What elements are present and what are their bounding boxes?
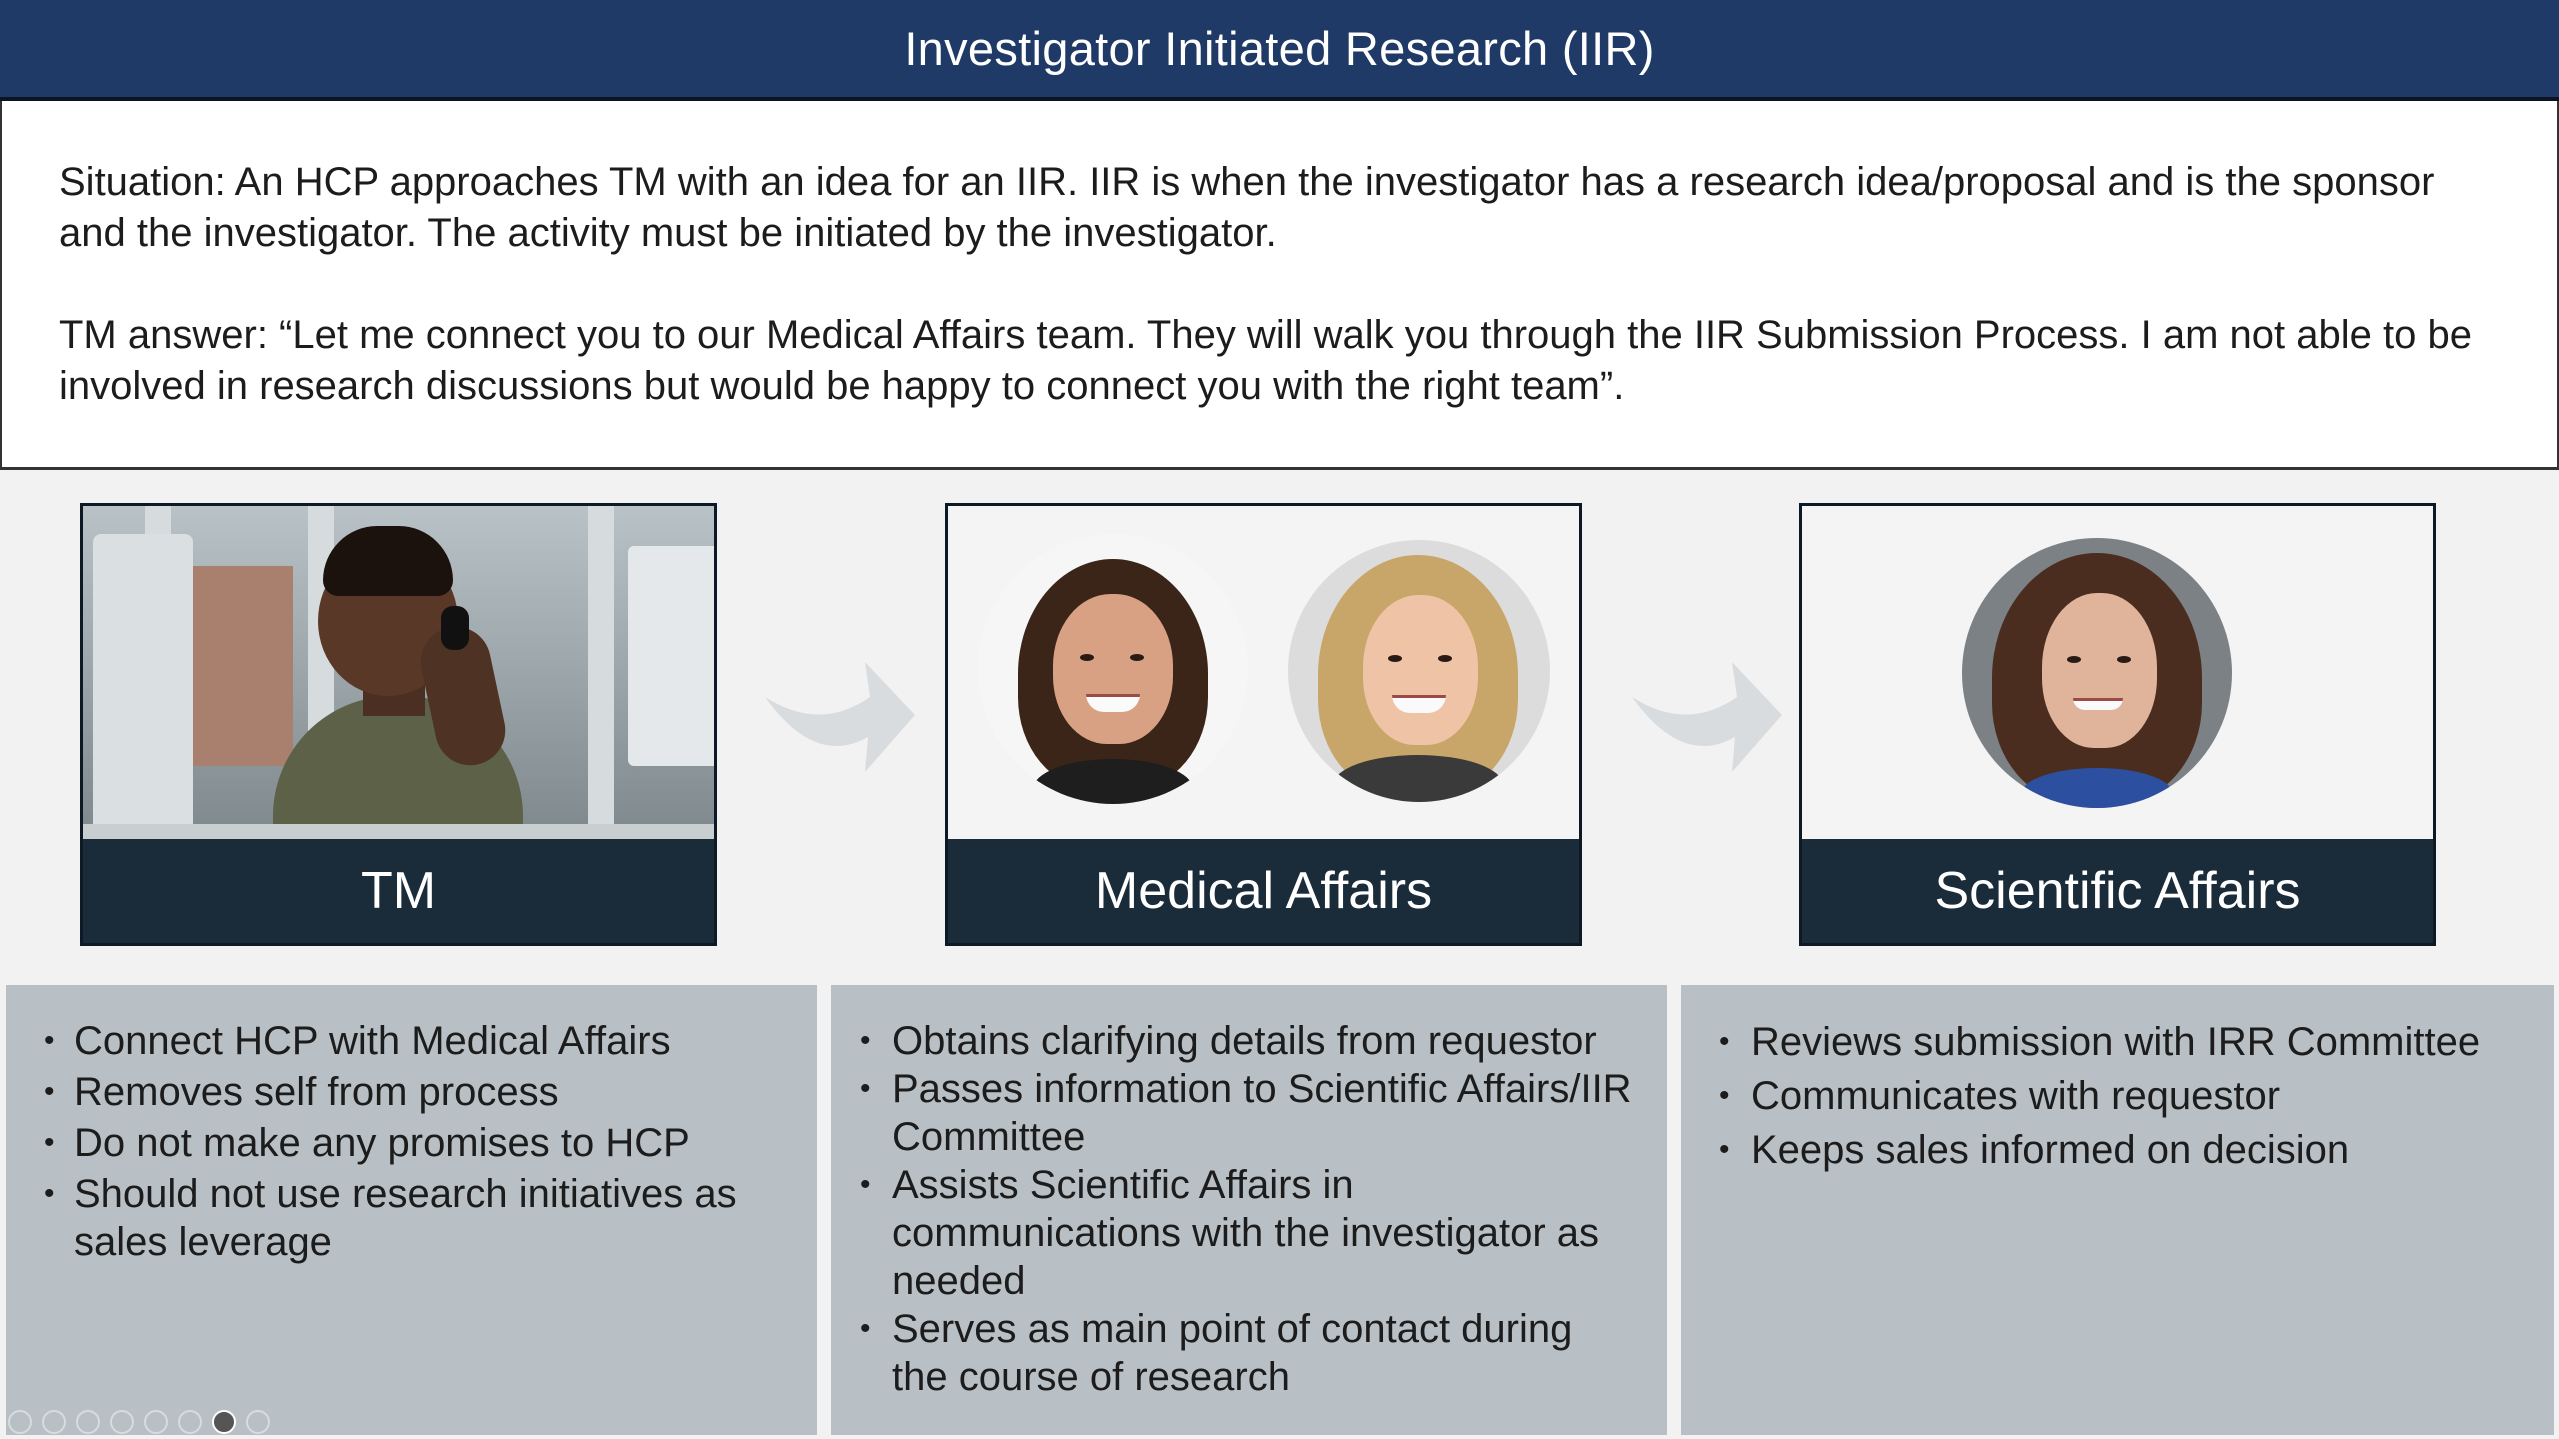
scientific-affairs-responsibilities-panel: Reviews submission with IRR Committee Co… <box>1681 985 2554 1435</box>
list-item: Assists Scientific Affairs in communicat… <box>860 1161 1637 1305</box>
person-hair <box>323 526 453 596</box>
monitor <box>93 534 193 842</box>
tm-responsibilities-panel: Connect HCP with Medical Affairs Removes… <box>6 985 817 1435</box>
tm-card-label: TM <box>83 839 714 943</box>
scientific-affairs-card-label: Scientific Affairs <box>1802 839 2433 943</box>
pen-icon[interactable] <box>76 1410 100 1434</box>
curved-arrow-right-icon <box>1632 662 1782 772</box>
tm-answer-text: TM answer: “Let me connect you to our Me… <box>59 313 2472 408</box>
camera-icon[interactable] <box>212 1410 236 1434</box>
curved-arrow-right-icon <box>765 662 915 772</box>
list-item: Removes self from process <box>44 1068 777 1116</box>
background-building <box>173 566 293 766</box>
list-item: Communicates with requestor <box>1719 1072 2524 1120</box>
list-item: Should not use research initiatives as s… <box>44 1170 777 1266</box>
medical-affairs-card-label: Medical Affairs <box>948 839 1579 943</box>
desk <box>83 824 714 842</box>
zoom-icon[interactable] <box>144 1410 168 1434</box>
subtitles-icon[interactable] <box>178 1410 202 1434</box>
page-title: Investigator Initiated Research (IIR) <box>904 22 1655 75</box>
previous-slide-icon[interactable] <box>8 1410 32 1434</box>
situation-text: Situation: An HCP approaches TM with an … <box>59 160 2435 255</box>
list-item: Keeps sales informed on decision <box>1719 1126 2524 1174</box>
header-bar: Investigator Initiated Research (IIR) <box>0 0 2559 101</box>
monitor <box>628 546 714 766</box>
list-item: Obtains clarifying details from requesto… <box>860 1017 1637 1065</box>
window-frame <box>588 506 614 842</box>
medical-affairs-photos <box>948 506 1579 842</box>
more-options-icon[interactable] <box>246 1410 270 1434</box>
presentation-toolbar <box>8 1410 270 1434</box>
headset-icon <box>441 606 469 650</box>
scientific-affairs-card: Scientific Affairs <box>1799 503 2436 946</box>
list-item: Reviews submission with IRR Committee <box>1719 1018 2524 1066</box>
medical-affairs-responsibilities-list: Obtains clarifying details from requesto… <box>860 1017 1637 1401</box>
tm-card: TM <box>80 503 717 946</box>
scientific-affairs-photo <box>1802 506 2433 842</box>
scientific-affairs-responsibilities-list: Reviews submission with IRR Committee Co… <box>1719 1018 2524 1174</box>
avatar <box>1288 540 1550 802</box>
tm-photo <box>83 506 714 842</box>
list-item: Serves as main point of contact during t… <box>860 1305 1637 1401</box>
avatar <box>978 534 1248 804</box>
next-slide-icon[interactable] <box>42 1410 66 1434</box>
situation-box: Situation: An HCP approaches TM with an … <box>0 101 2559 470</box>
medical-affairs-responsibilities-panel: Obtains clarifying details from requesto… <box>831 985 1667 1435</box>
list-item: Do not make any promises to HCP <box>44 1119 777 1167</box>
avatar <box>1962 538 2232 808</box>
list-item: Passes information to Scientific Affairs… <box>860 1065 1637 1161</box>
grid-icon[interactable] <box>110 1410 134 1434</box>
list-item: Connect HCP with Medical Affairs <box>44 1017 777 1065</box>
tm-responsibilities-list: Connect HCP with Medical Affairs Removes… <box>44 1017 777 1266</box>
medical-affairs-card: Medical Affairs <box>945 503 1582 946</box>
